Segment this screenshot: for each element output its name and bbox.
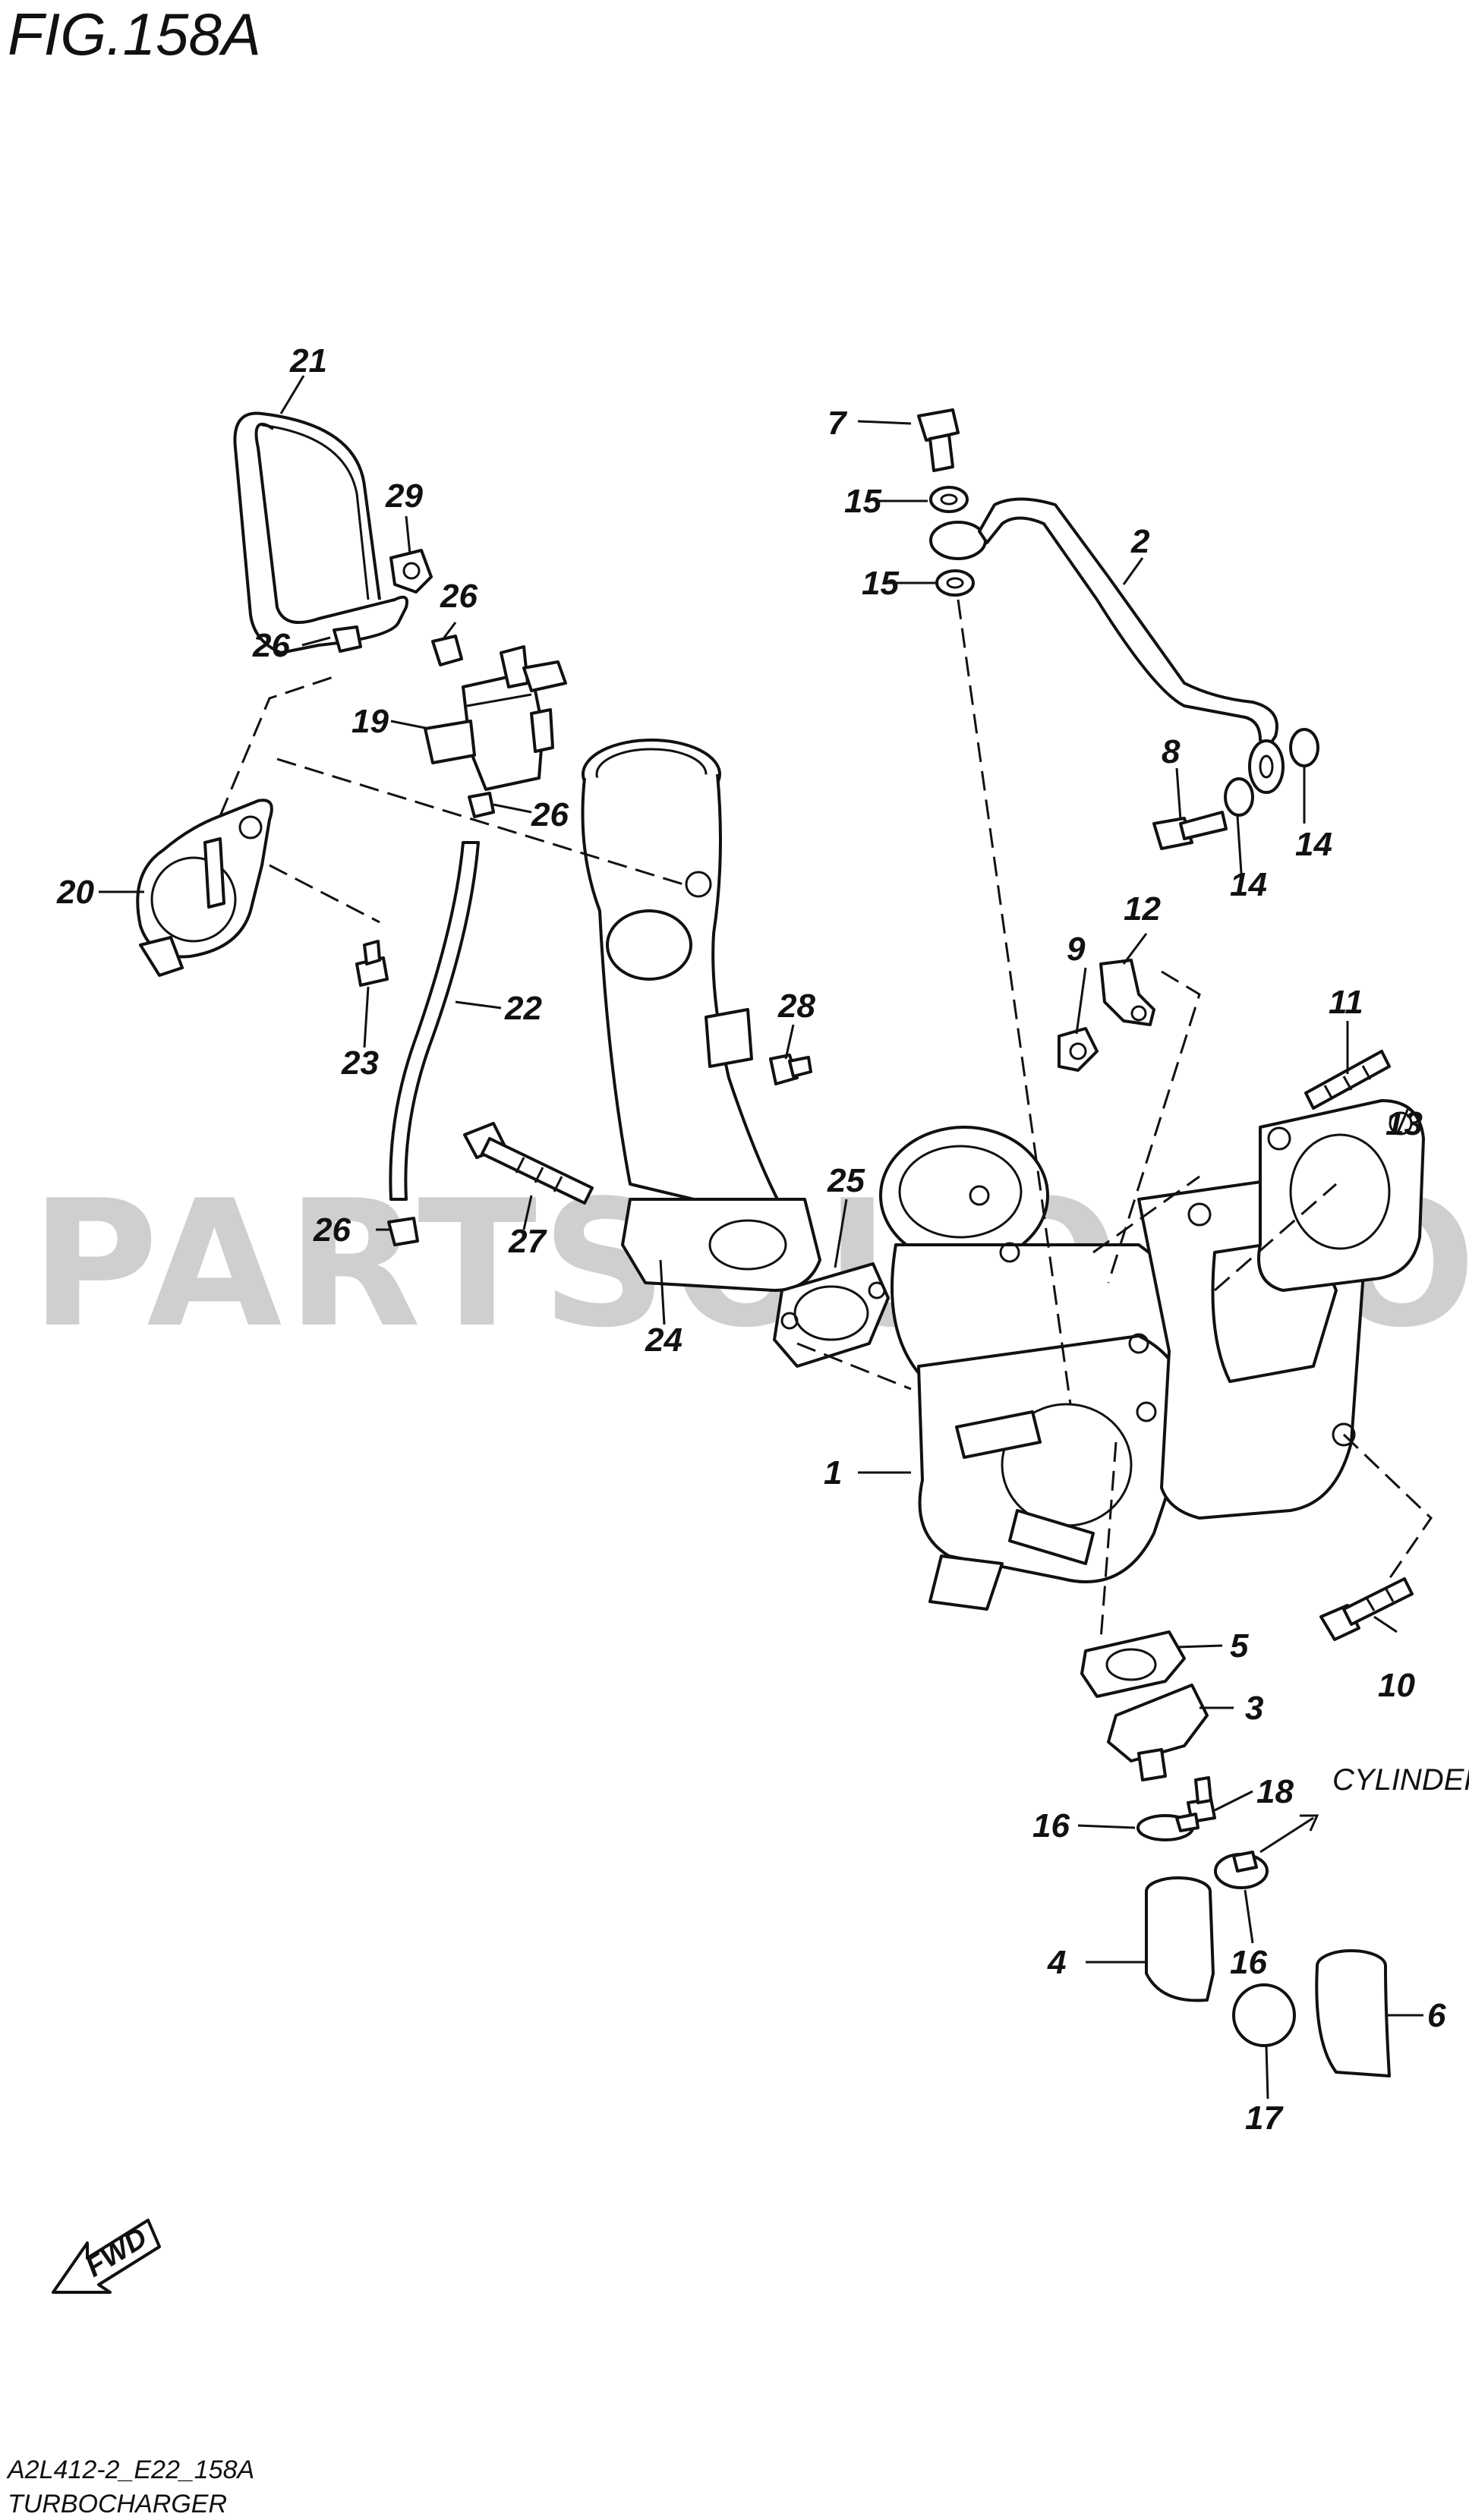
callout-22: 22 [504,990,542,1027]
part-11-stud[interactable] [1304,1050,1391,1110]
part-23-bolt[interactable] [355,940,389,987]
callout-2: 2 [1130,523,1150,560]
part-5-gasket[interactable] [1080,1630,1186,1698]
callout-15-upper: 15 [844,483,881,520]
callout-18: 18 [1256,1773,1294,1810]
figure-code: A2L412-2_E22_158A [6,2455,254,2484]
part-9-nut[interactable] [1058,1027,1099,1072]
callout-24: 24 [645,1321,682,1359]
callout-labels: 21 29 26 26 19 26 20 22 23 26 27 24 28 2… [56,342,1469,2137]
part-6-hose[interactable] [1315,1949,1391,2077]
part-22-hose[interactable] [389,841,480,1201]
callout-14-a: 14 [1295,826,1332,863]
direction-arrow-icon [1259,1814,1319,1854]
part-12-bracket[interactable] [1099,959,1155,1026]
part-8-bolt[interactable] [1152,811,1228,850]
figure-title: FIG.158A [8,1,261,68]
callout-5: 5 [1230,1627,1249,1665]
callout-27: 27 [508,1223,547,1260]
part-24-intake-pipe[interactable] [581,739,821,1292]
part-17-plug[interactable] [1232,1983,1296,2047]
part-29-clip[interactable] [389,549,433,594]
callout-12: 12 [1124,890,1161,928]
part-16-clamp-left[interactable] [1136,1813,1199,1841]
callout-26-upper: 26 [440,578,478,615]
part-26-clamp-mid[interactable] [468,792,495,818]
callout-13: 13 [1385,1105,1423,1142]
callout-28: 28 [777,988,815,1025]
part-28-bolt[interactable] [769,1054,812,1085]
part-13-gasket[interactable] [1257,1099,1425,1292]
fwd-arrow-icon [52,2219,161,2294]
part-14-washer-a[interactable] [1289,728,1319,767]
part-26-clamp-left[interactable] [333,625,362,653]
leader-lines [99,375,1433,2099]
part-2-oil-pipe[interactable] [929,497,1285,794]
part-16-clamp-right[interactable] [1214,1851,1269,1889]
part-15-washer-upper[interactable] [929,486,969,513]
direction-note: CYLINDER [1332,1763,1469,1797]
callout-4: 4 [1047,1944,1066,1981]
callout-11: 11 [1329,984,1363,1021]
callout-3: 3 [1245,1690,1263,1727]
figure-name: TURBOCHARGER [8,2490,227,2518]
callout-19: 19 [351,703,389,740]
callout-7: 7 [827,405,848,442]
part-3-flange[interactable] [1107,1684,1209,1781]
part-26-clamp-lower[interactable] [387,1217,419,1246]
callout-8: 8 [1162,733,1181,770]
callout-10: 10 [1378,1667,1415,1704]
part-1-turbocharger[interactable] [879,1126,1368,1611]
callout-26-lower: 26 [313,1211,351,1249]
callout-6: 6 [1427,1997,1446,2034]
part-26-clamp-upper[interactable] [431,635,463,666]
callout-9: 9 [1067,931,1086,968]
callout-16-right: 16 [1230,1944,1267,1981]
callout-16-left: 16 [1032,1807,1070,1844]
part-20-actuator[interactable] [136,799,273,977]
callout-20: 20 [56,874,94,911]
part-10-bolt[interactable] [1319,1577,1414,1641]
part-25-gasket[interactable] [773,1262,890,1368]
callout-17: 17 [1245,2099,1284,2137]
callout-26-left: 26 [252,627,290,664]
part-19-solenoid-valve[interactable] [424,645,567,791]
callout-15-lower: 15 [862,565,899,602]
callout-29: 29 [385,477,423,515]
part-21-pipe[interactable] [233,411,408,654]
part-15-washer-lower[interactable] [935,569,975,597]
callout-1: 1 [824,1454,842,1492]
callout-21: 21 [289,342,327,380]
callout-23: 23 [341,1044,379,1082]
callout-26-mid: 26 [531,796,569,833]
callout-25: 25 [827,1162,865,1199]
part-7-bolt[interactable] [917,408,960,472]
part-27-bolt[interactable] [463,1122,594,1205]
part-14-washer-b[interactable] [1224,777,1254,817]
callout-14-b: 14 [1230,866,1267,903]
part-4-hose[interactable] [1145,1876,1215,2002]
